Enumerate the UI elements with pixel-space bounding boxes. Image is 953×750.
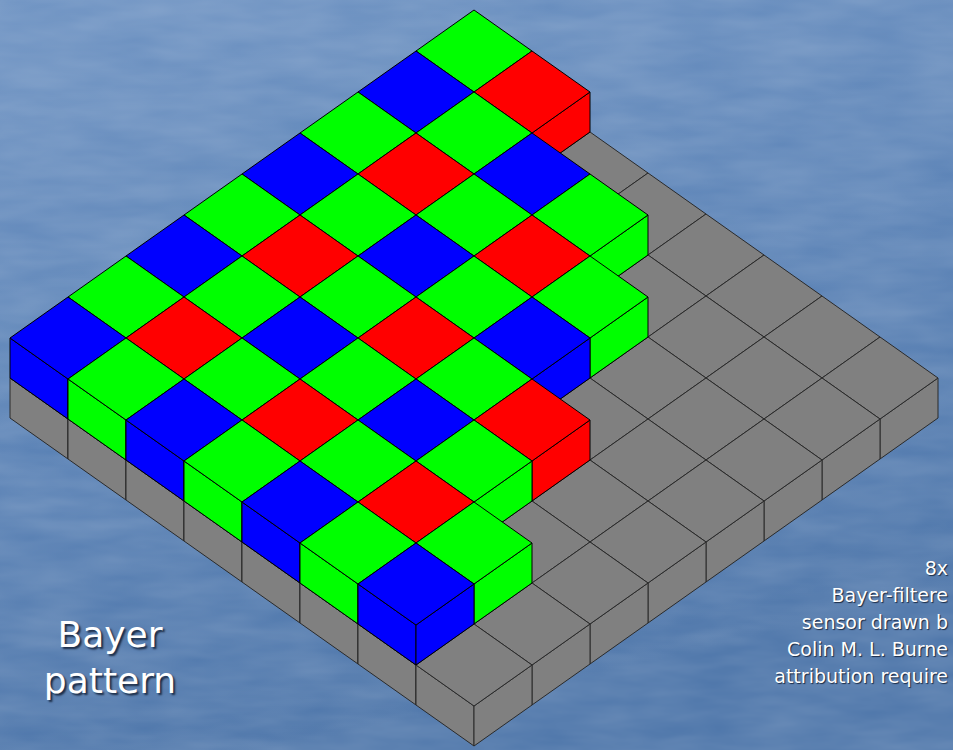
credit-line: sensor drawn b — [802, 610, 948, 634]
credit-line: attribution require — [774, 664, 948, 688]
credit-line: Colin M. L. Burne — [787, 637, 948, 661]
slide-title: Bayer pattern — [10, 612, 210, 704]
credit-line: Bayer-filtere — [831, 583, 948, 607]
sensor-grid — [10, 10, 938, 746]
color-filter-top — [358, 543, 474, 625]
credit-line: 8x — [925, 556, 948, 580]
